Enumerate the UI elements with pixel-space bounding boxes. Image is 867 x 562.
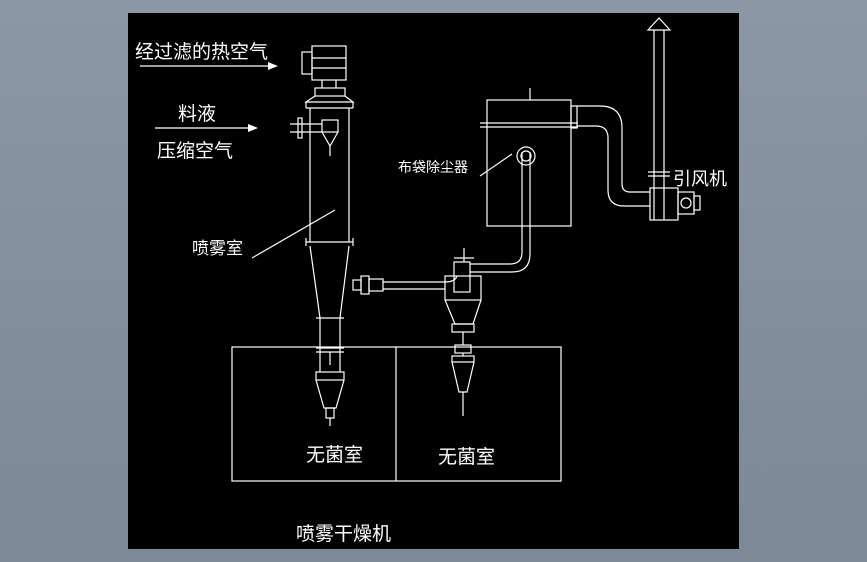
feed-arrow [155,124,258,132]
bag-filter [479,88,578,227]
spray-chamber-leader [251,209,336,259]
filtered-hot-air-label: 经过滤的热空气 [135,41,268,63]
filter-to-fan-pipe [570,105,650,207]
spray-dryer-diagram: 经过滤的热空气 料液 压缩空气 喷雾室 布袋除尘器 引风机 无菌室 无菌室 喷雾… [135,17,727,545]
feed-liquid-label: 料液 [178,103,216,125]
sterile-rooms [231,346,562,482]
spray-tower [290,108,354,426]
outlet-duct [352,275,458,295]
hot-air-arrow [140,62,278,70]
spray-chamber-label: 喷雾室 [192,239,243,259]
diagram-title: 喷雾干燥机 [296,523,391,545]
exhaust-stack [646,17,701,221]
sterile-room-2-label: 无菌室 [438,446,495,468]
air-inlet-assembly [301,45,355,109]
sterile-room-1-label: 无菌室 [306,444,363,466]
induced-fan-label: 引风机 [673,169,727,190]
cyclone-to-filter-pipe [470,146,536,273]
drawing-canvas: 经过滤的热空气 料液 压缩空气 喷雾室 布袋除尘器 引风机 无菌室 无菌室 喷雾… [128,13,739,549]
bag-filter-label: 布袋除尘器 [398,160,468,176]
cyclone-separator [444,248,482,416]
compressed-air-label: 压缩空气 [157,140,233,162]
